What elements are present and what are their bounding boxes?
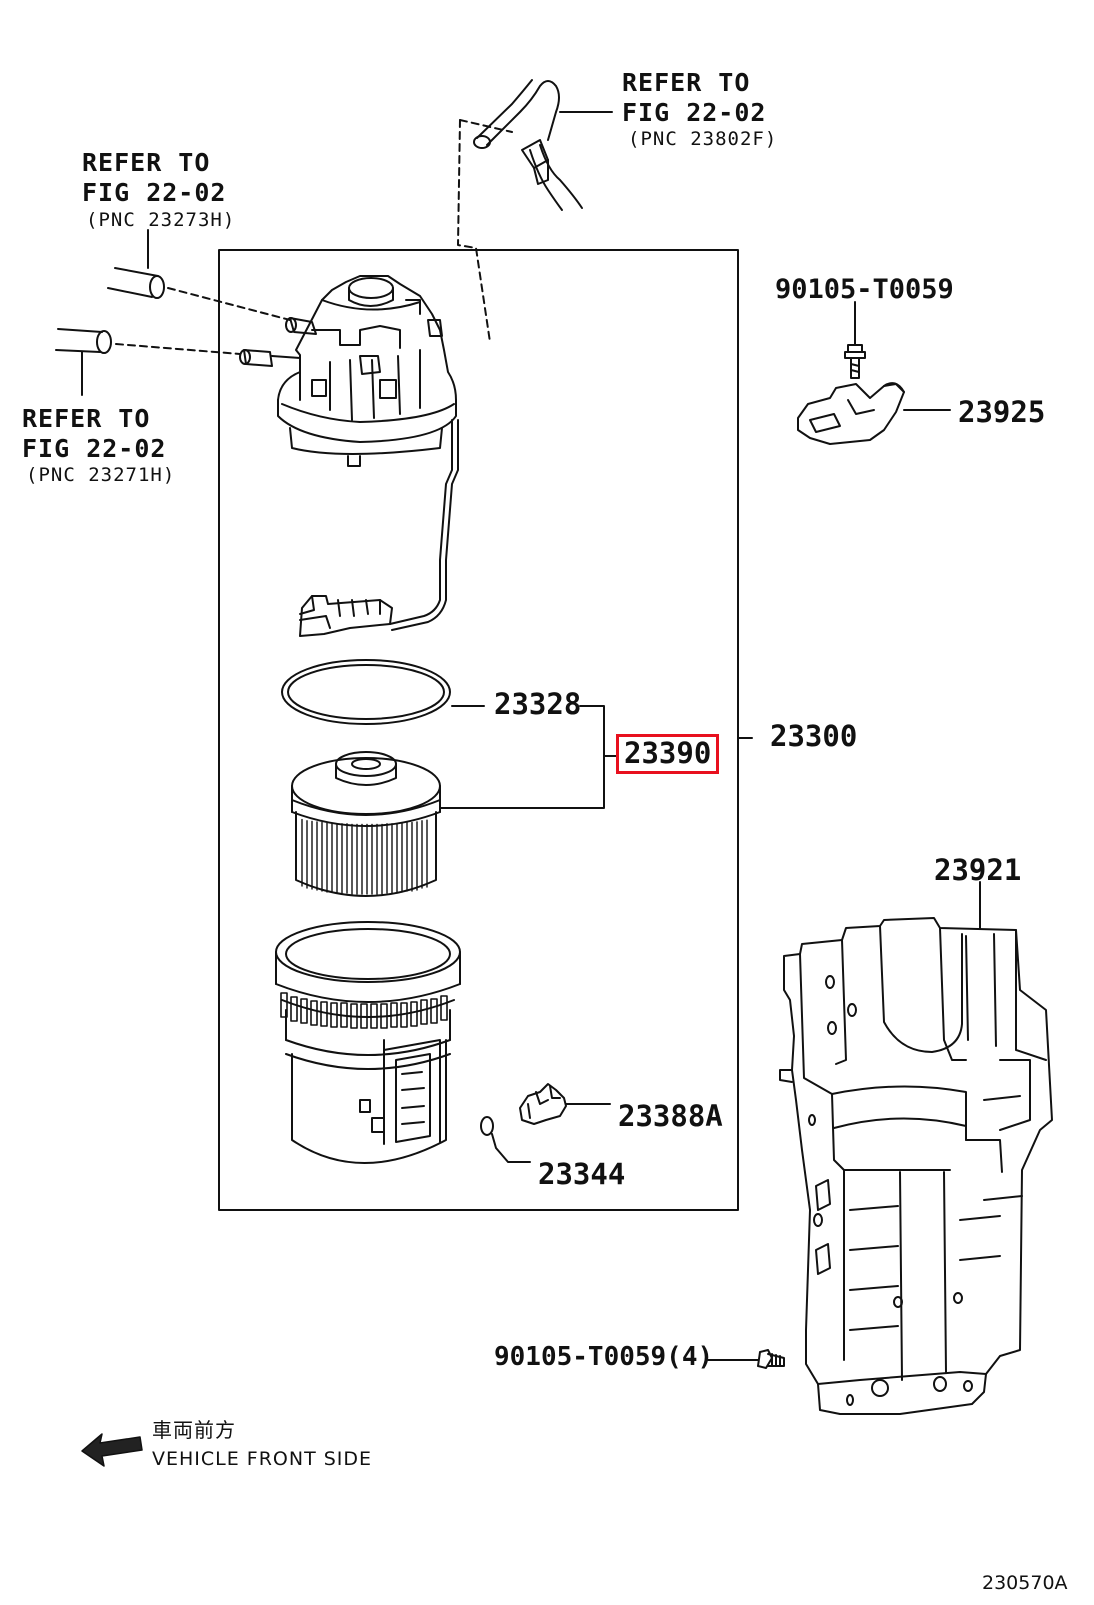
ref-hose-pnc: (PNC 23802F) bbox=[628, 128, 778, 150]
part-bracket[interactable]: 23925 bbox=[958, 395, 1046, 429]
part-holder[interactable]: 23921 bbox=[934, 853, 1022, 887]
bolt-top-drawing bbox=[844, 301, 866, 379]
oring-drawing bbox=[281, 659, 451, 725]
ref-pipe-lower-line1: REFER TO bbox=[22, 404, 151, 433]
assembly-frame bbox=[218, 249, 739, 1211]
part-oring[interactable]: 23328 bbox=[494, 687, 582, 721]
ref-pipe-upper-line1: REFER TO bbox=[82, 148, 211, 177]
part-bolt-bottom[interactable]: 90105-T0059(4) bbox=[494, 1342, 714, 1372]
ref-pipe-lower-pnc: (PNC 23271H) bbox=[26, 464, 176, 486]
bracket-drawing bbox=[797, 382, 951, 445]
bowl-rib bbox=[410, 1001, 418, 1027]
filter-head-drawing bbox=[239, 275, 457, 467]
sensor-wire-drawing bbox=[299, 419, 459, 637]
bowl-rib bbox=[430, 998, 438, 1024]
leader-lines bbox=[439, 705, 753, 809]
drain-plug-drawing bbox=[519, 1083, 611, 1125]
front-side-jp: 車両前方 bbox=[152, 1418, 236, 1442]
ref-pipe-upper-line2: FIG 22-02 bbox=[82, 178, 227, 207]
part-small-oring[interactable]: 23344 bbox=[538, 1157, 626, 1191]
ref-pipe-lower-line2: FIG 22-02 bbox=[22, 434, 167, 463]
bowl-rib bbox=[320, 1001, 328, 1027]
part-drain-plug[interactable]: 23388A bbox=[618, 1099, 723, 1133]
part-element-highlighted[interactable]: 23390 bbox=[616, 734, 720, 774]
bowl-rib bbox=[280, 992, 288, 1018]
ref-hose-line2: FIG 22-02 bbox=[622, 98, 767, 127]
fuel-hose-drawing bbox=[457, 79, 613, 343]
ref-pipe-upper-pnc: (PNC 23273H) bbox=[86, 209, 236, 231]
part-bolt-top[interactable]: 90105-T0059 bbox=[775, 274, 954, 305]
bolt-bottom-drawing bbox=[707, 1349, 785, 1369]
fuel-pipes-drawing bbox=[55, 229, 291, 396]
figure-code: 230570A bbox=[982, 1572, 1068, 1594]
front-side-en: VEHICLE FRONT SIDE bbox=[152, 1448, 373, 1470]
part-assembly[interactable]: 23300 bbox=[770, 719, 858, 753]
front-arrow-icon bbox=[81, 1433, 143, 1467]
bowl-rib bbox=[420, 999, 428, 1025]
bowl-rib bbox=[310, 1000, 318, 1026]
holder-drawing bbox=[779, 881, 1053, 1415]
bowl-rib bbox=[440, 995, 448, 1021]
filter-element-drawing bbox=[291, 751, 441, 897]
bowl-rib bbox=[290, 996, 298, 1022]
bowl-rib bbox=[300, 998, 308, 1024]
filter-bowl-drawing bbox=[275, 921, 461, 1164]
ref-hose-line1: REFER TO bbox=[622, 68, 751, 97]
small-oring-drawing bbox=[480, 1116, 531, 1163]
